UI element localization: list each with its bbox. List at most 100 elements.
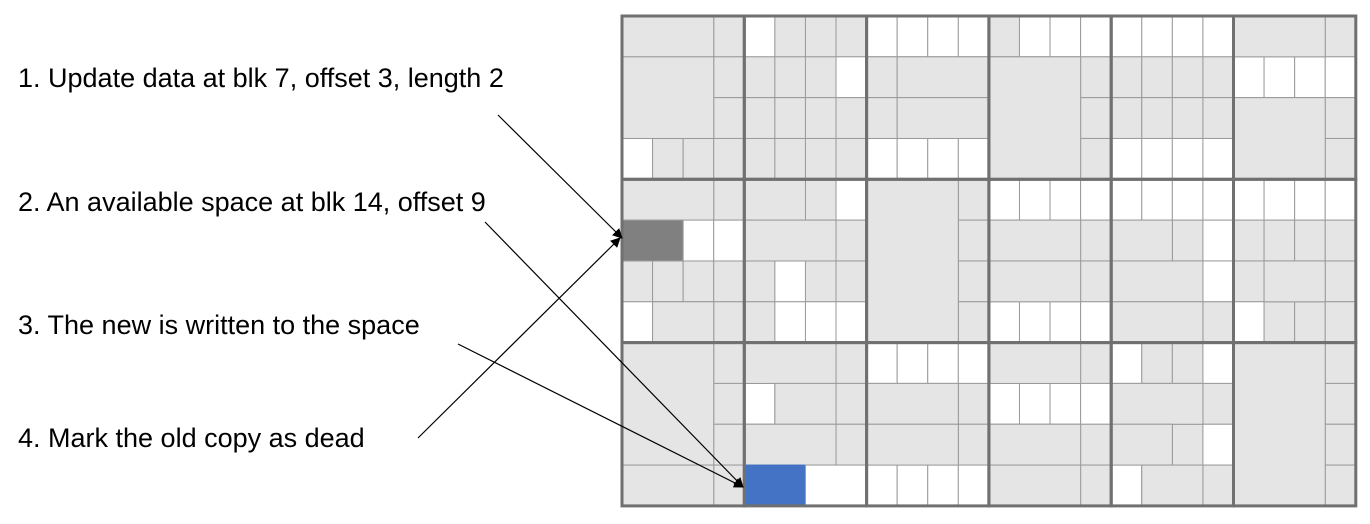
used-cell: [713, 382, 745, 425]
free-cell: [1110, 178, 1143, 221]
used-cell: [1171, 56, 1204, 99]
used-cell: [804, 15, 837, 58]
free-cell: [1171, 15, 1204, 58]
used-extent: [1110, 219, 1173, 262]
used-extent: [988, 56, 1082, 180]
used-extent: [621, 342, 715, 466]
used-cell: [1171, 423, 1204, 466]
used-cell: [988, 15, 1020, 58]
used-cell: [1080, 56, 1112, 99]
used-cell: [743, 137, 776, 180]
used-cell: [713, 178, 745, 221]
free-cell: [988, 178, 1020, 221]
used-cell: [835, 260, 868, 303]
free-cell: [1049, 301, 1082, 344]
free-cell: [957, 137, 990, 180]
free-cell: [1141, 137, 1173, 180]
free-cell: [1049, 15, 1082, 58]
used-cell: [743, 97, 776, 139]
used-extent: [1233, 15, 1326, 58]
used-cell: [957, 260, 990, 303]
block-18: [1232, 341, 1358, 508]
arrow-step-3: [457, 343, 744, 488]
free-cell: [957, 15, 990, 58]
free-cell: [866, 137, 898, 180]
used-extent: [866, 97, 898, 139]
free-cell: [896, 137, 929, 180]
free-cell: [804, 464, 868, 507]
used-cell: [1171, 97, 1204, 139]
used-cell: [1202, 97, 1235, 139]
used-cell: [1324, 219, 1357, 262]
used-cell: [1233, 260, 1265, 303]
free-cell: [1294, 178, 1326, 221]
used-cell: [621, 260, 654, 303]
used-extent: [1233, 97, 1326, 180]
free-cell: [896, 15, 929, 58]
used-extent: [1141, 464, 1204, 507]
used-cell: [957, 301, 990, 344]
used-extent: [774, 382, 837, 425]
used-cell: [1324, 301, 1357, 344]
free-cell: [1080, 178, 1112, 221]
free-cell: [1171, 178, 1204, 221]
free-cell: [1080, 382, 1112, 425]
free-cell: [682, 219, 715, 262]
used-cell: [1324, 137, 1357, 180]
step-4-label: 4. Mark the old copy as dead: [18, 423, 365, 453]
used-cell: [713, 423, 745, 466]
free-cell: [1110, 15, 1143, 58]
free-cell: [1141, 178, 1173, 221]
free-cell: [957, 342, 990, 384]
used-cell: [713, 97, 745, 139]
used-extent: [621, 464, 715, 507]
used-cell: [1263, 219, 1296, 262]
step-2-label: 2. An available space at blk 14, offset …: [18, 187, 486, 217]
used-cell: [1324, 97, 1357, 139]
used-cell: [1324, 342, 1357, 384]
used-extent: [1233, 342, 1326, 507]
free-cell: [1018, 178, 1051, 221]
used-cell: [804, 137, 837, 180]
used-cell: [713, 301, 745, 344]
free-cell: [1233, 178, 1265, 221]
used-extent: [866, 382, 959, 425]
used-cell: [1294, 219, 1326, 262]
used-cell: [1324, 382, 1357, 425]
used-cell: [835, 219, 868, 262]
free-cell: [1263, 56, 1296, 99]
used-cell: [1202, 56, 1235, 99]
arrow-step-4: [417, 237, 621, 439]
free-cell: [866, 15, 898, 58]
free-cell: [1018, 301, 1051, 344]
used-extent: [743, 423, 837, 466]
free-cell: [957, 464, 990, 507]
used-cell: [774, 15, 806, 58]
used-cell: [1110, 56, 1143, 99]
free-cell: [1324, 178, 1357, 221]
used-cell: [743, 56, 776, 99]
free-cell: [1080, 15, 1112, 58]
used-extent: [621, 178, 715, 221]
free-cell: [1202, 260, 1235, 303]
used-extent: [988, 423, 1082, 466]
used-cell: [713, 137, 745, 180]
used-cell: [1141, 342, 1173, 384]
free-cell: [927, 464, 959, 507]
used-extent: [743, 219, 837, 262]
free-cell: [835, 56, 868, 99]
used-cell: [957, 423, 990, 466]
used-extent: [988, 342, 1082, 384]
used-extent: [1110, 301, 1204, 344]
arrow-step-1: [497, 114, 623, 239]
free-cell: [743, 382, 776, 425]
used-extent: [896, 97, 990, 139]
old-data-copy: [621, 219, 684, 262]
free-cell: [1202, 15, 1235, 58]
used-extent: [866, 423, 959, 466]
used-cell: [835, 423, 868, 466]
used-cell: [1171, 342, 1204, 384]
used-extent: [1263, 260, 1326, 303]
free-cell: [774, 260, 806, 303]
